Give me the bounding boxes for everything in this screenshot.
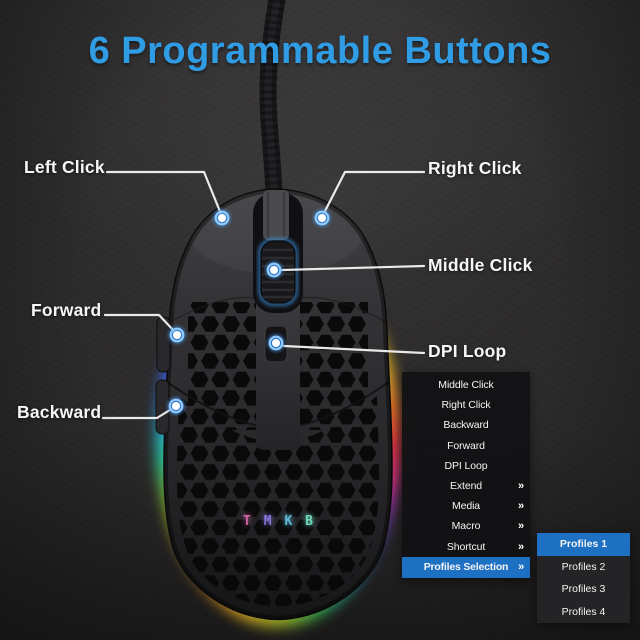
- menu-item-shortcut[interactable]: Shortcut»: [446, 540, 524, 553]
- callout-line-forward: [103, 313, 177, 334]
- menu-item-right-click[interactable]: Right Click: [441, 399, 491, 412]
- marker-forward: [166, 324, 188, 346]
- marker-backward: [165, 395, 187, 417]
- submenu-item-profiles-3[interactable]: Profiles 3: [561, 583, 606, 596]
- menu-item-forward[interactable]: Forward: [447, 439, 485, 452]
- menu-item-extend[interactable]: Extend»: [449, 480, 524, 493]
- callout-label-right-click: Right Click: [428, 158, 522, 178]
- callout-line-right-click: [322, 170, 426, 215]
- menu-item-profiles-selection[interactable]: Profiles Selection»: [402, 556, 530, 578]
- submenu-chevron-icon: »: [517, 480, 524, 493]
- menu-item-dpi-loop[interactable]: DPI Loop: [444, 459, 488, 472]
- button-markers: [165, 207, 333, 417]
- callout-label-dpi-loop: DPI Loop: [428, 341, 507, 361]
- callout-line-dpi-loop: [282, 344, 426, 355]
- callout-label-backward: Backward: [17, 402, 102, 422]
- callout-line-left-click: [105, 170, 223, 216]
- logo-letter: M: [263, 513, 272, 530]
- marker-left-click: [211, 207, 233, 229]
- menu-item-backward[interactable]: Backward: [443, 419, 489, 432]
- submenu-item-profiles-1[interactable]: Profiles 1: [537, 533, 630, 556]
- submenu-item-profiles-2[interactable]: Profiles 2: [561, 560, 606, 573]
- menu-item-middle-click[interactable]: Middle Click: [438, 379, 494, 392]
- page-title: 6 Programmable Buttons: [88, 30, 552, 72]
- cable-strain-relief: [263, 190, 289, 240]
- menu-item-media[interactable]: Media»: [451, 500, 524, 513]
- submenu-item-profiles-4[interactable]: Profiles 4: [561, 605, 606, 618]
- submenu-chevron-icon: »: [517, 540, 524, 553]
- logo-letter: T: [243, 513, 251, 530]
- callout-label-middle-click: Middle Click: [428, 255, 533, 275]
- submenu-chevron-icon: »: [518, 561, 524, 574]
- mouse-body: [155, 188, 393, 621]
- honeycomb-upper-left: [188, 302, 257, 430]
- mouse-cable: [259, 0, 286, 203]
- marker-dpi-loop: [265, 332, 287, 354]
- honeycomb-upper-right: [300, 302, 368, 430]
- honeycomb-palm: [176, 396, 380, 606]
- callout-lines: [101, 170, 426, 420]
- marker-middle-click: [263, 259, 285, 281]
- logo-letter: K: [284, 513, 293, 530]
- callout-label-left-click: Left Click: [24, 157, 105, 177]
- side-button-forward: [156, 316, 171, 373]
- callout-line-middle-click: [280, 264, 426, 272]
- callout-label-forward: Forward: [31, 300, 102, 320]
- button-function-menu: Middle Click Right Click Backward Forwar…: [402, 372, 530, 579]
- profiles-submenu: Profiles 1 Profiles 2 Profiles 3 Profile…: [537, 533, 630, 623]
- center-strip: [256, 294, 300, 450]
- brand-logo: T M K B: [243, 514, 313, 530]
- marker-right-click: [311, 207, 333, 229]
- submenu-chevron-icon: »: [517, 520, 524, 533]
- logo-letter: B: [305, 513, 313, 530]
- wheel-glow: [258, 238, 298, 306]
- submenu-chevron-icon: »: [517, 500, 524, 513]
- menu-item-macro[interactable]: Macro»: [451, 520, 524, 533]
